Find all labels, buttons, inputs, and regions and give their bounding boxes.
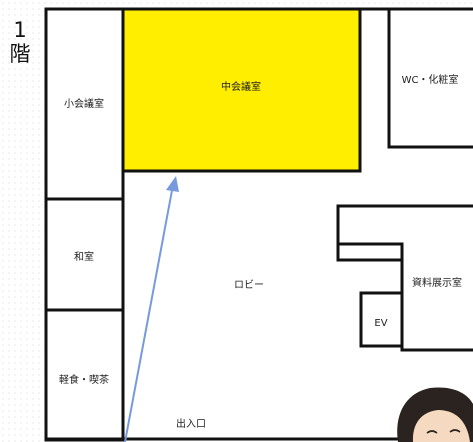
cafe-room-label: 軽食・喫茶: [59, 373, 109, 386]
small-meeting-room-label: 小会議室: [64, 97, 104, 110]
route-arrow-line: [124, 184, 174, 442]
route-arrow-head: [166, 176, 179, 192]
elevator[interactable]: [359, 291, 404, 348]
cafe-room[interactable]: [44, 308, 125, 442]
exhibition-room-label: 資料展示室: [412, 276, 462, 289]
elevator-label: EV: [374, 318, 387, 329]
restroom-label: WC・化粧室: [402, 73, 459, 86]
floor-label: 1 階: [9, 18, 31, 66]
restroom[interactable]: [387, 7, 473, 149]
medium-meeting-room-label: 中会議室: [221, 80, 261, 93]
entrance-label: 出入口: [176, 417, 206, 430]
lobby-label: ロビー: [234, 279, 264, 291]
person-avatar-icon: [397, 387, 473, 442]
japanese-room-label: 和室: [74, 250, 94, 263]
exhibition-room-shape: [336, 204, 473, 352]
